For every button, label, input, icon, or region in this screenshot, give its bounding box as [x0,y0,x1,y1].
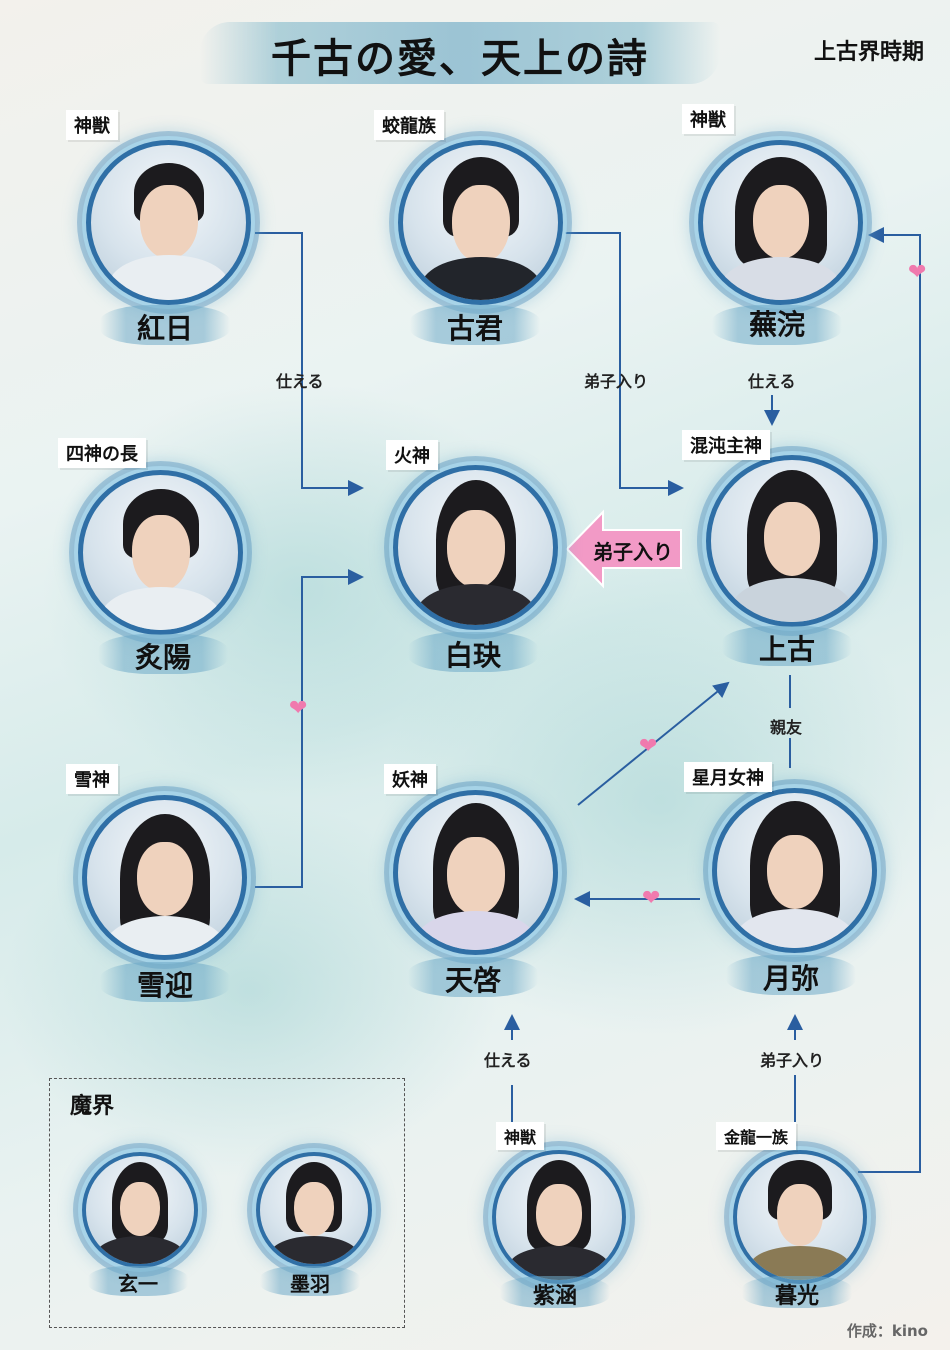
portrait-setsugei[interactable] [82,795,247,960]
name-shikan: 紫涵 [500,1278,610,1310]
portrait-bokuu[interactable] [256,1152,372,1268]
credit-text: 作成：kino [847,1320,928,1341]
makai-title: 魔界 [70,1088,114,1120]
name-kokun: 古君 [410,307,540,347]
portrait-kojitsu[interactable] [86,140,251,305]
face-shape [447,510,505,588]
tag-boko: 金龍一族 [716,1122,796,1150]
name-bokuu: 墨羽 [260,1268,360,1297]
relation-label-boko-getsubi: 弟子入り [760,1047,824,1071]
relation-label-joko-hakuketsu: 弟子入り [583,536,683,565]
robe-shape [721,257,841,305]
heart-icon: ❤ [639,736,657,758]
tag-shikan: 神獣 [496,1122,544,1150]
name-engan: 蕪浣 [712,303,842,343]
tag-kokun: 蛟龍族 [374,110,444,140]
tag-setsugei: 雪神 [66,764,118,794]
face-shape [132,515,190,591]
heart-icon: ❤ [908,262,926,284]
relation-label-kojitsu-hakuketsu: 仕える [276,368,324,392]
relation-label-kokun-joko: 弟子入り [584,368,648,392]
portrait-shikan[interactable] [492,1150,626,1284]
relation-label-engan-joko: 仕える [748,368,796,392]
portrait-kokun[interactable] [398,140,563,305]
relation-label-joko-getsubi: 親友 [770,714,802,738]
tag-kojitsu: 神獣 [66,110,118,140]
heart-icon: ❤ [642,888,660,910]
robe-shape [416,584,536,630]
name-kyuyo: 炙陽 [98,636,228,676]
tag-tenkei: 妖神 [384,764,436,794]
robe-shape [101,587,221,635]
relation-label-shikan-tenkei: 仕える [484,1047,532,1071]
face-shape [753,185,809,259]
name-hakuketsu: 白玦 [408,634,538,674]
robe-shape [269,1236,359,1268]
face-shape [140,185,198,259]
line-boko-engan [858,235,920,1172]
tag-joko: 混沌主神 [682,430,770,460]
face-shape [536,1184,582,1246]
portrait-getsubi[interactable] [712,788,877,953]
robe-shape [95,1236,185,1268]
robe-shape [109,255,229,305]
face-shape [452,185,510,263]
name-getsubi: 月弥 [726,957,856,997]
portrait-engan[interactable] [698,140,863,305]
name-tenkei: 天啓 [408,959,538,999]
face-shape [447,837,505,915]
face-shape [120,1182,160,1236]
portrait-joko[interactable] [706,455,878,627]
line-kokun-joko [565,233,682,488]
name-kojitsu: 紅日 [100,307,230,347]
name-genichi: 玄一 [88,1268,188,1297]
line-kojitsu-hakuketsu [255,233,362,488]
tag-engan: 神獣 [682,104,734,134]
name-joko: 上古 [722,628,852,668]
portrait-tenkei[interactable] [393,790,558,955]
tag-getsubi: 星月女神 [684,762,772,792]
face-shape [777,1184,823,1246]
portrait-hakuketsu[interactable] [393,465,558,630]
face-shape [764,502,820,576]
robe-shape [421,257,541,305]
name-boko: 暮光 [742,1278,852,1310]
portrait-kyuyo[interactable] [78,470,243,635]
portrait-boko[interactable] [733,1150,867,1284]
face-shape [137,842,193,916]
line-setsugei-hakuketsu [255,577,362,887]
heart-icon: ❤ [289,698,307,720]
face-shape [294,1182,334,1236]
tag-kyuyo: 四神の長 [58,438,146,468]
name-setsugei: 雪迎 [100,964,230,1004]
portrait-genichi[interactable] [82,1152,198,1268]
tag-hakuketsu: 火神 [386,440,438,470]
face-shape [767,835,823,909]
